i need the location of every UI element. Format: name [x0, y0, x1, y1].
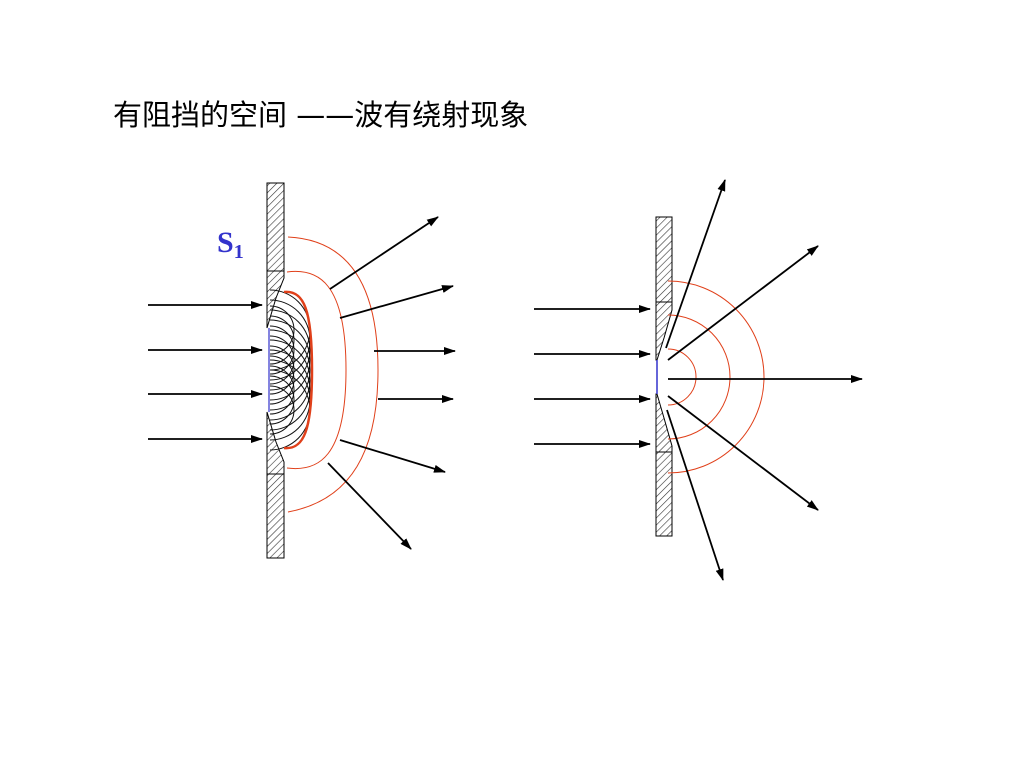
barrier-top-bevel	[655, 301, 673, 361]
narrow-slit-figure	[534, 179, 863, 581]
barrier-bottom-segment	[266, 473, 285, 559]
thick-wavefront	[283, 290, 314, 450]
barrier-bottom-segment	[655, 451, 673, 537]
incident-rays-left	[148, 301, 263, 443]
wavelet	[269, 365, 295, 415]
barrier-bottom-bevel	[655, 393, 673, 453]
wavelet	[269, 319, 311, 401]
wavelet	[269, 315, 295, 365]
barrier-top-segment	[655, 216, 673, 303]
diffracted-ray-1	[329, 216, 439, 290]
incident-rays-right	[534, 305, 651, 448]
diffracted-ray-2	[667, 245, 819, 361]
wavelet	[269, 349, 311, 431]
wide-slit-wavefronts	[283, 236, 379, 513]
diffracted-rays-right	[665, 179, 863, 581]
slit-label-s1: S1	[217, 226, 244, 264]
wide-slit-figure	[148, 182, 456, 559]
wavelet	[269, 339, 311, 421]
diffracted-ray-4	[667, 395, 819, 511]
diffracted-ray-5	[339, 439, 446, 473]
wavefront-2	[286, 270, 347, 470]
wavelet	[269, 385, 295, 435]
slit-label-subscript: 1	[233, 241, 244, 263]
circular-wavefront-3	[667, 280, 765, 474]
slit-label-main: S	[217, 226, 234, 259]
wavelet	[269, 305, 295, 355]
wavelet	[269, 329, 311, 411]
barrier-top-segment	[266, 182, 285, 272]
diffracted-rays-left	[327, 216, 456, 550]
diffracted-ray-1	[665, 179, 726, 349]
wavelet	[269, 375, 295, 425]
wavefront-3	[287, 236, 379, 513]
wide-slit-barrier	[266, 182, 285, 559]
huygens-wavelets	[269, 289, 311, 451]
diffracted-ray-5	[666, 409, 724, 581]
barrier-bottom-bevel	[266, 411, 285, 475]
narrow-slit-wavefronts	[667, 280, 765, 474]
wavelet	[269, 335, 295, 385]
wavelet	[269, 325, 295, 375]
diffracted-ray-2	[339, 285, 454, 319]
barrier-top-bevel	[266, 270, 285, 329]
circular-wavefront-2	[667, 314, 731, 440]
narrow-slit-barrier	[655, 216, 673, 537]
slide-title: 有阻挡的空间 ——波有绕射现象	[113, 98, 529, 132]
diffracted-ray-6	[327, 462, 412, 550]
wavelet	[269, 345, 295, 395]
wavelet	[269, 309, 311, 391]
wavelet	[269, 355, 295, 405]
